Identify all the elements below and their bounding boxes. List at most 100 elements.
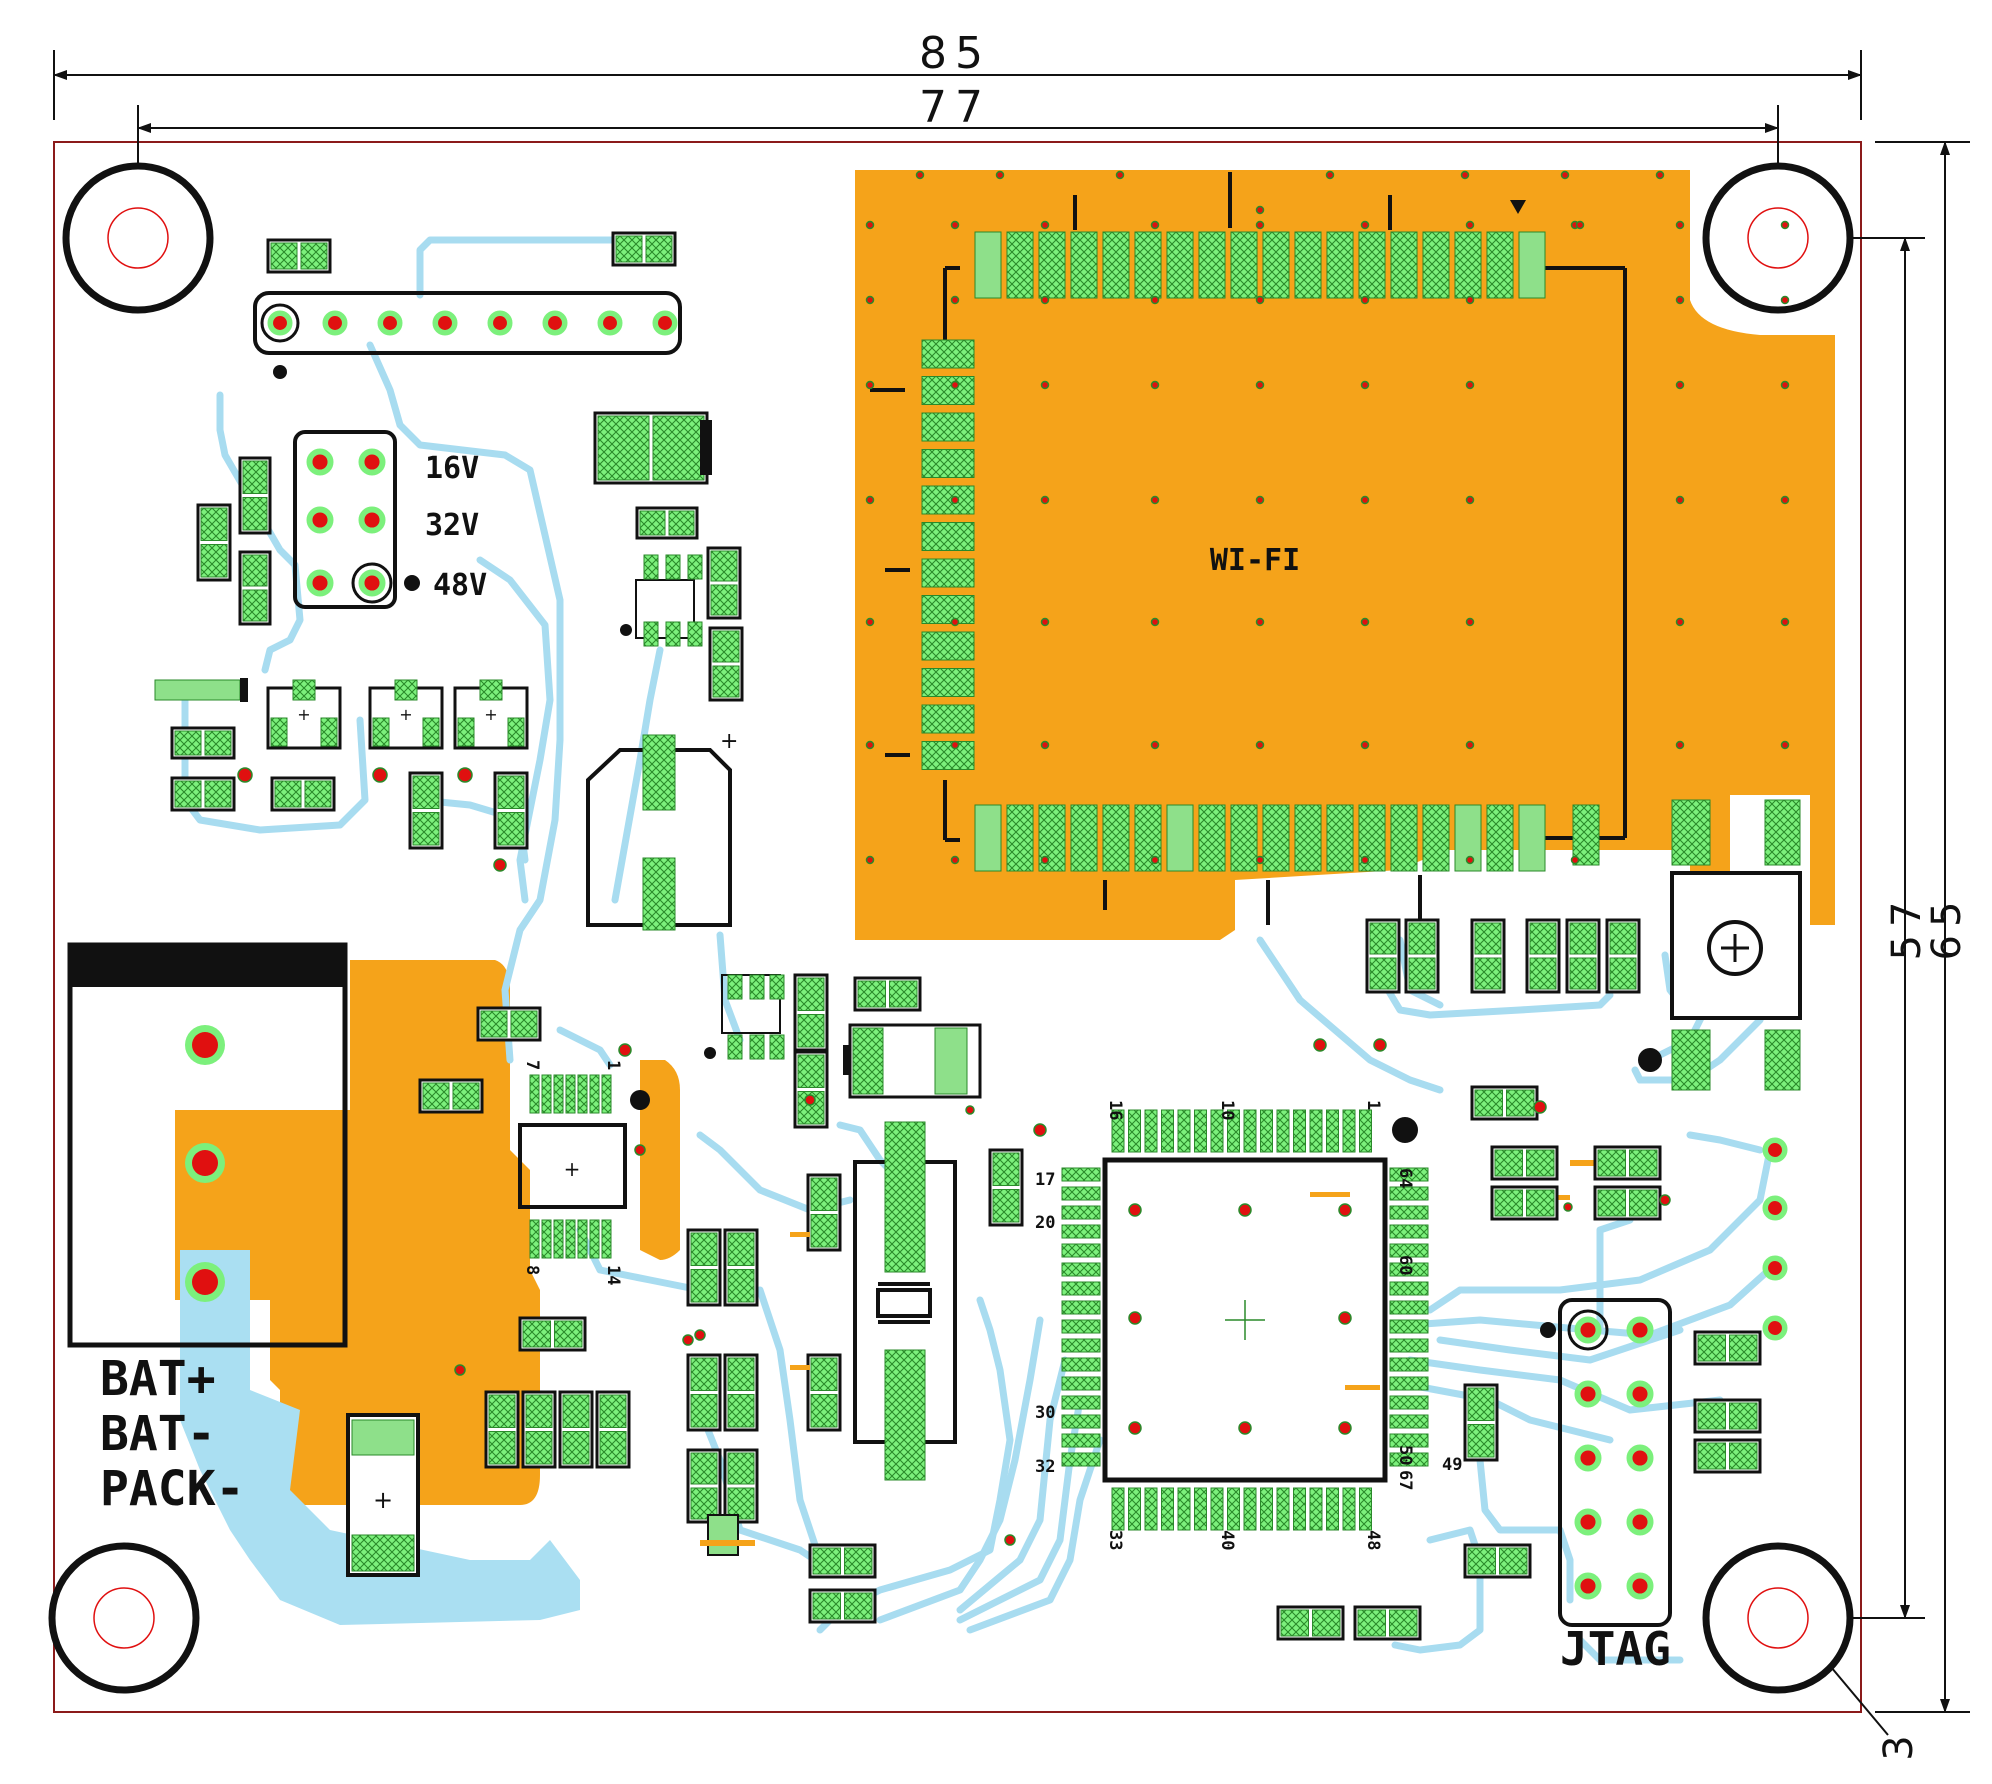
smd-pad: [690, 1452, 718, 1485]
mcu-pad-right: [1389, 1433, 1429, 1448]
mounting-holes: [48, 162, 1854, 1694]
smd-pad: [242, 554, 268, 587]
via: [950, 220, 960, 230]
via: [1533, 1100, 1547, 1114]
via: [1040, 617, 1050, 627]
smd-pad: [174, 730, 202, 756]
through-hole-drill: [312, 512, 328, 528]
via: [1675, 220, 1685, 230]
through-hole-drill: [603, 316, 617, 330]
label-32v: 32V: [425, 508, 479, 543]
mcu-pad-left: [1061, 1186, 1101, 1201]
mcu-pad-top: [1326, 1109, 1339, 1153]
through-hole-drill: [1580, 1386, 1596, 1402]
smd-pad: [749, 1034, 765, 1060]
smd-pad: [204, 730, 232, 756]
smd-pad: [1474, 922, 1502, 955]
smd-pad: [554, 1320, 583, 1348]
via: [1150, 855, 1160, 865]
via: [865, 855, 875, 865]
through-hole-drill: [1632, 1386, 1648, 1402]
via: [1659, 1194, 1671, 1206]
led-body: [707, 1514, 739, 1556]
smd-pad: [304, 780, 332, 808]
smd-pad: [599, 1431, 627, 1465]
smd-pad: [1529, 922, 1557, 955]
smd-pad: [270, 717, 288, 747]
smd-pad: [690, 1357, 718, 1391]
via: [1360, 295, 1370, 305]
via: [1238, 1421, 1252, 1435]
mcu-pad-bottom: [1243, 1487, 1257, 1531]
smd-pad: [541, 1219, 552, 1259]
smd-pad: [577, 1219, 588, 1259]
wifi-pad-left: [921, 339, 975, 369]
smd-pad: [1572, 804, 1600, 866]
smd-pad: [452, 1082, 480, 1110]
mcu-pad-top: [1243, 1109, 1257, 1153]
through-hole-drill: [1632, 1578, 1648, 1594]
smd-pad: [687, 621, 703, 647]
smd-pad: [488, 1431, 516, 1465]
through-hole-drill: [364, 454, 380, 470]
copper-stub: [1570, 1160, 1610, 1166]
smd-pad: [727, 1034, 743, 1060]
through-hole-drill: [548, 316, 562, 330]
diode-body: [154, 679, 241, 701]
wifi-pad-top: [1102, 231, 1130, 299]
via: [1150, 220, 1160, 230]
via: [454, 1364, 466, 1376]
mcu-pad-bottom: [1326, 1487, 1339, 1531]
smd-pad: [525, 1394, 553, 1428]
via: [1033, 1123, 1047, 1137]
label-16v: 16V: [425, 451, 479, 486]
pin1-marker: [404, 575, 420, 591]
via: [1575, 220, 1585, 230]
mcu-pad-top: [1227, 1109, 1240, 1153]
smd-pad: [553, 1219, 564, 1259]
smd-pad: [1467, 1424, 1495, 1458]
smd-pad: [1764, 799, 1801, 866]
smd-pad: [712, 665, 740, 698]
silk-tick: [1418, 875, 1422, 920]
smd-pad: [200, 544, 228, 578]
dim-overall-width: 85: [919, 28, 991, 79]
smd-pad: [320, 717, 338, 747]
through-hole-drill: [1768, 1261, 1782, 1275]
smd-pad: [690, 1394, 718, 1428]
via: [865, 740, 875, 750]
smd-pad: [812, 1592, 841, 1620]
pin1-marker: [620, 624, 632, 636]
smd-pad: [1369, 922, 1397, 955]
via: [634, 1144, 646, 1156]
smd-pad: [1764, 1029, 1801, 1091]
wifi-pad-bottom: [1262, 804, 1290, 872]
mcu-pin-labels: 16 10 1 17 20 30 32 64 60 50 49 67 33 40…: [1035, 1100, 1462, 1550]
through-hole-drill: [1632, 1322, 1648, 1338]
smd-pad: [645, 235, 673, 263]
smd-pad: [727, 1394, 755, 1428]
smd-pad: [372, 717, 390, 747]
smd-pad: [1526, 1149, 1555, 1177]
via: [1675, 295, 1685, 305]
smd-pad: [769, 974, 785, 1000]
via: [1040, 855, 1050, 865]
smd-pad: [1729, 1402, 1758, 1430]
wifi-pad-top: [1294, 231, 1322, 299]
smd-pad: [665, 621, 681, 647]
via: [618, 1043, 632, 1057]
mcu-pad-right: [1389, 1300, 1429, 1315]
smd-pad: [1369, 957, 1397, 990]
mounting-hole-bottom-left: [48, 1542, 200, 1694]
smd-pad: [1474, 957, 1502, 990]
smd-pad: [562, 1431, 590, 1465]
mcu-pad-top: [1144, 1109, 1158, 1153]
smd-pad: [844, 1547, 873, 1575]
dimension-lines: [53, 50, 1970, 1736]
smd-pad: [200, 507, 228, 541]
wifi-pad-top: [1390, 231, 1418, 299]
mcu-pad-left: [1061, 1205, 1101, 1220]
smd-pad: [1629, 1149, 1658, 1177]
mcu-pad-right: [1389, 1224, 1429, 1239]
wifi-pad-left: [921, 668, 975, 697]
